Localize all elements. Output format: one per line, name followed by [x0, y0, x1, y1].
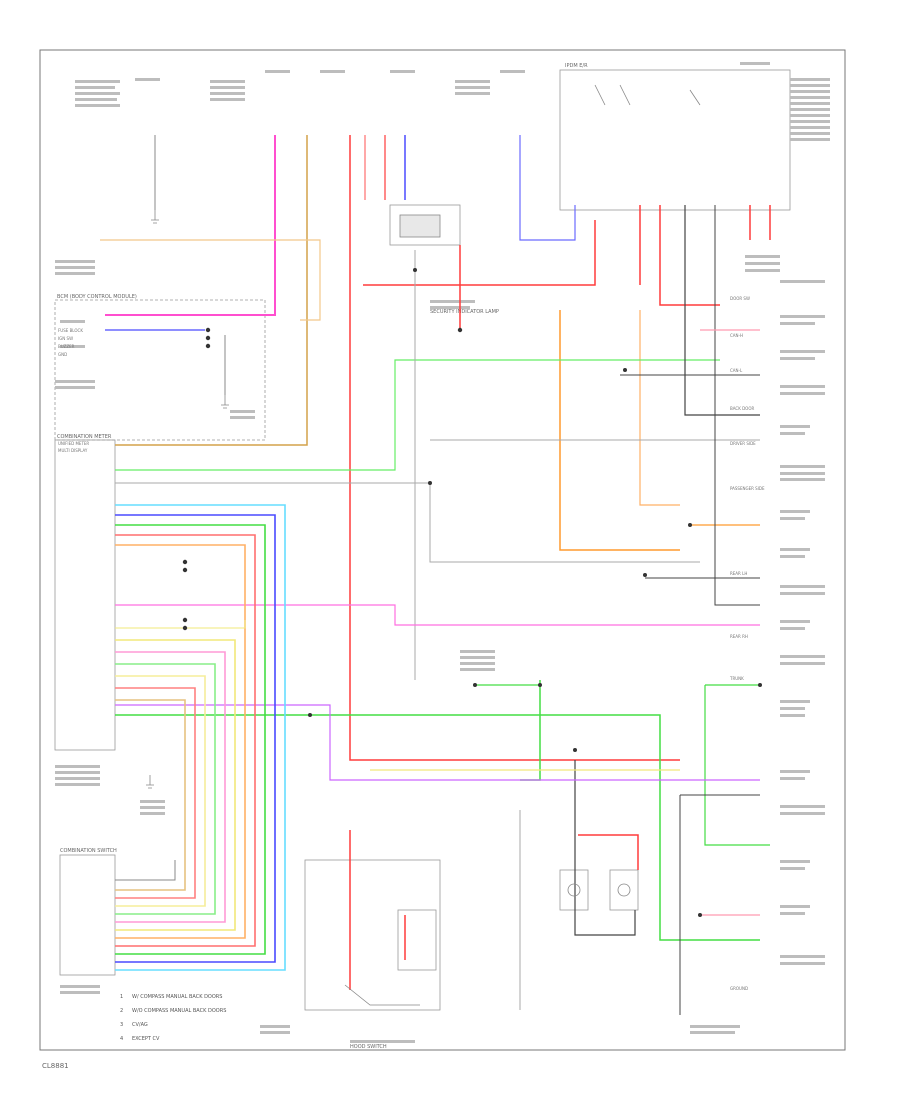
component-boxes: [54, 69, 791, 1011]
bundle-green: [115, 524, 266, 955]
bundle-blue: [115, 514, 276, 963]
term-right-4: DRIVER SIDE: [730, 441, 756, 446]
wire-pink-2: [115, 604, 760, 626]
wire-black-2: [714, 205, 760, 606]
label-bcm: BCM (BODY CONTROL MODULE): [57, 294, 137, 300]
term-right-1: CAN-H: [730, 333, 743, 338]
wire-gray-1: [115, 482, 700, 563]
relay-box-right: [609, 869, 639, 911]
legend-key-2: 2: [120, 1008, 123, 1014]
legend-key-3: 3: [120, 1022, 123, 1028]
wire-bundle: [115, 504, 286, 971]
term-left-5: MULTI DISPLAY: [58, 448, 88, 453]
term-left-3: GND: [58, 352, 67, 357]
bcm-box: [54, 299, 266, 441]
ipdm-box: [559, 69, 791, 211]
term-right-2: CAN-L: [730, 368, 743, 373]
security-indicator-lamp: [399, 214, 441, 238]
relay-coil-left: [567, 883, 581, 897]
wire-red-1: [349, 135, 680, 761]
component-symbols: [146, 84, 701, 1006]
block-labels: COMBINATION METER BCM (BODY CONTROL MODU…: [57, 63, 588, 1050]
wire-black-3: [574, 760, 636, 936]
bundle-tan: [115, 699, 186, 891]
legend-label-3: CV/AG: [132, 1022, 148, 1028]
page-id: CL8881: [42, 1062, 69, 1070]
relay-coil-right: [617, 883, 631, 897]
wire-green-4: [704, 685, 770, 846]
legend-label-1: W/ COMPASS MANUAL BACK DOORS: [132, 994, 222, 1000]
term-right-6: REAR LH: [730, 571, 747, 576]
legend-key-1: 1: [120, 994, 123, 1000]
ground-symbol-2: [221, 395, 229, 409]
hood-switch-box: [304, 859, 441, 1011]
bundle-cyan: [115, 504, 286, 971]
label-hood-switch: HOOD SWITCH: [350, 1044, 387, 1050]
term-left-1: IGN SW: [58, 336, 73, 341]
wire-green-1: [115, 359, 720, 471]
bundle-lightgreen: [115, 663, 216, 915]
switch-contact-1: [594, 84, 701, 106]
legend: 1 W/ COMPASS MANUAL BACK DOORS 2 W/O COM…: [120, 994, 226, 1042]
wires: [100, 135, 771, 1015]
ground-symbol-3: [151, 210, 159, 224]
term-right-9: GROUND: [730, 986, 748, 991]
legend-label-2: W/O COMPASS MANUAL BACK DOORS: [132, 1008, 226, 1014]
legend-key-4: 4: [120, 1036, 123, 1042]
bundle-lightyellow: [115, 675, 206, 907]
bundle-orange: [115, 544, 246, 939]
wire-blue-top2: [519, 135, 576, 241]
relay-box-left: [559, 869, 589, 911]
label-combination-switch: COMBINATION SWITCH: [60, 848, 117, 854]
wire-red-2: [363, 220, 596, 286]
hood-switch-inner: [397, 909, 437, 971]
wire-orange-1: [559, 310, 680, 551]
wire-green-3: [520, 680, 541, 781]
term-left-0: FUSE BLOCK: [58, 328, 83, 333]
legend-label-4: EXCEPT CV: [132, 1036, 160, 1042]
wire-orange-2: [639, 310, 680, 506]
wire-red-6: [578, 834, 639, 870]
wire-tan-1: [115, 135, 308, 446]
term-left-2: BUZZER: [58, 344, 75, 349]
bundle-red: [115, 534, 256, 947]
term-right-5: PASSENGER SIDE: [730, 486, 765, 491]
security-indicator-box: [389, 204, 461, 246]
label-ipdm: IPDM E/R: [565, 63, 588, 69]
wire-green-2: [115, 714, 760, 941]
ground-symbol-1: [146, 775, 154, 789]
wire-tan-2: [100, 239, 321, 321]
term-right-3: BACK DOOR: [730, 406, 754, 411]
connector-dots: [182, 268, 762, 917]
switch-contact-2: [344, 984, 420, 1006]
terminal-labels: FUSE BLOCK IGN SW BUZZER GND UNIFIED MET…: [58, 296, 765, 991]
wire-violet-1: [115, 704, 760, 781]
term-right-7: REAR RH: [730, 634, 748, 639]
diagram-frame: [39, 49, 846, 1051]
term-left-4: UNIFIED METER: [58, 441, 89, 446]
combination-meter-box: [54, 439, 116, 751]
wire-black-1: [684, 205, 760, 416]
small-labels: [55, 62, 830, 1043]
bundle-gray: [115, 860, 176, 881]
label-security-indicator: SECURITY INDICATOR LAMP: [430, 309, 499, 315]
bundle-yellow: [115, 639, 236, 931]
bundle-pink: [115, 651, 226, 923]
wire-pink-main: [105, 135, 276, 316]
bundle-red2: [115, 687, 196, 899]
term-right-8: TRUNK: [729, 676, 744, 681]
bundle-tan2: [115, 620, 246, 629]
combination-switch-box: [59, 854, 116, 976]
label-combination-meter: COMBINATION METER: [57, 434, 112, 440]
wire-red-4: [659, 205, 720, 306]
term-right-0: DOOR SW: [730, 296, 750, 301]
